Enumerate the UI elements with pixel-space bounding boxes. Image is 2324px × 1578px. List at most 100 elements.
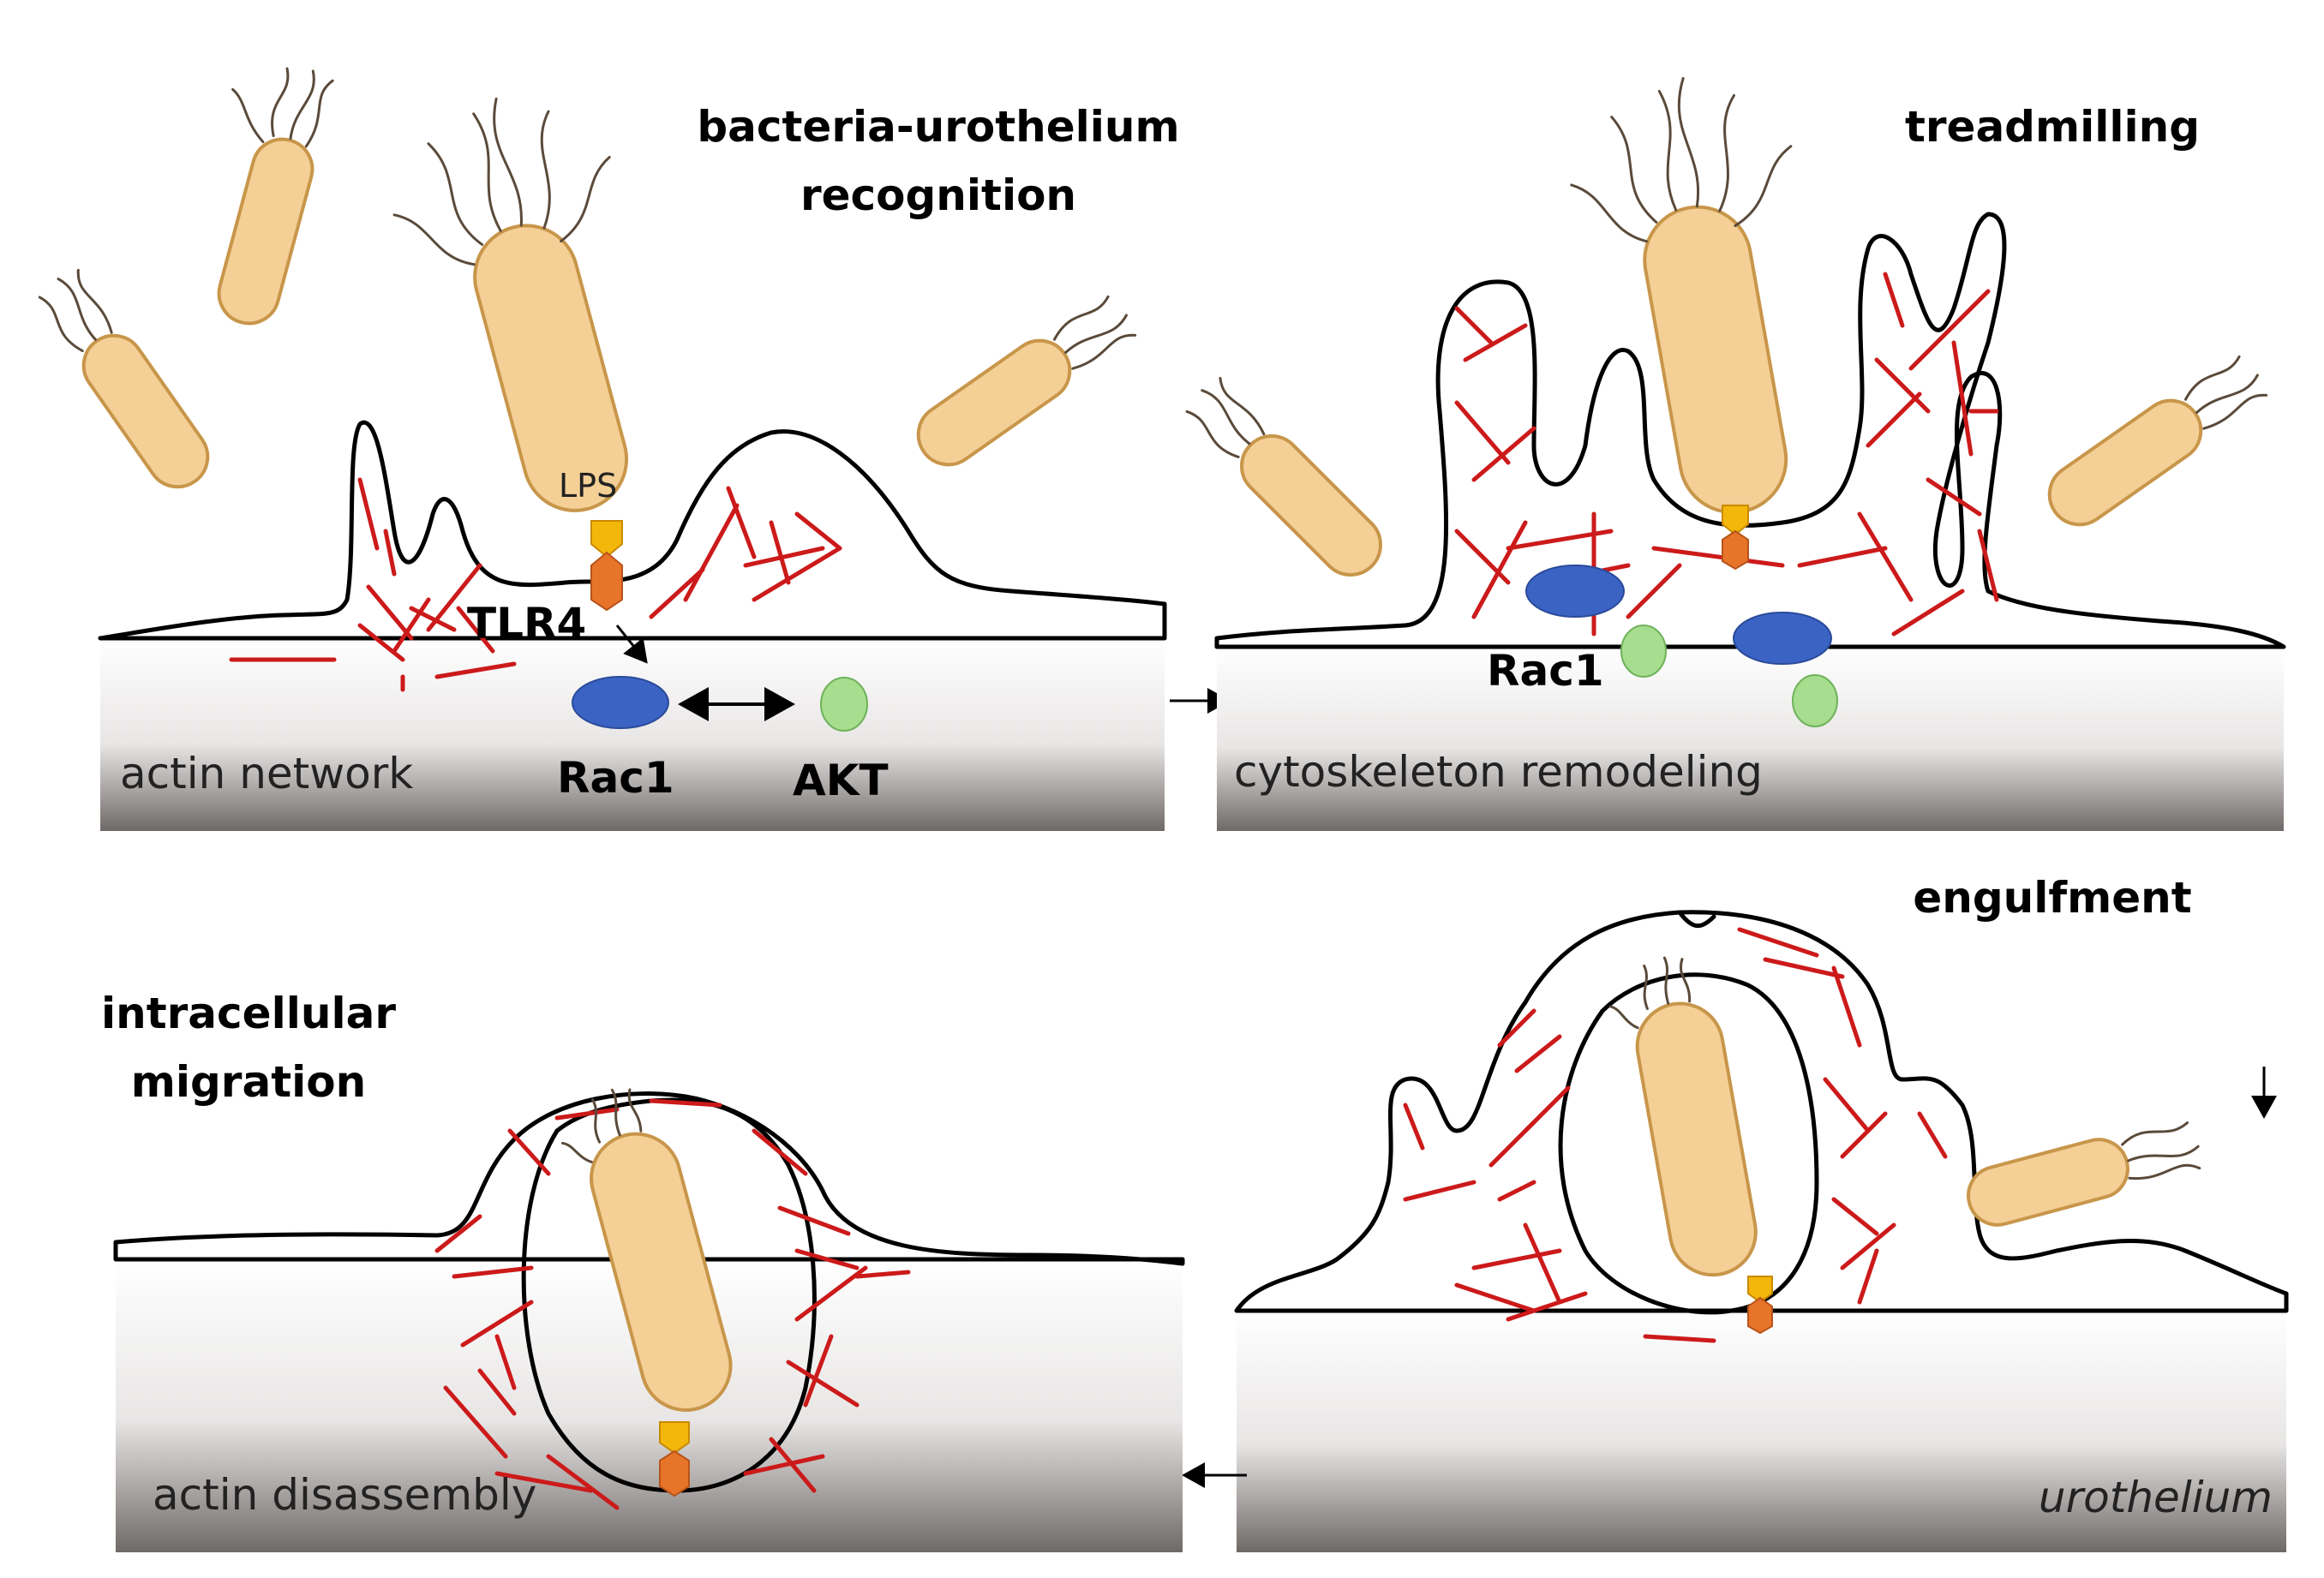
actin-filament-icon xyxy=(1917,1111,1948,1159)
actin-filament-icon xyxy=(1763,957,1845,979)
arrow-down-icon xyxy=(615,625,648,664)
actin-filament-icon xyxy=(726,486,757,559)
actin-filament-icon xyxy=(1840,1222,1896,1270)
bacterium-icon xyxy=(392,97,629,512)
actin-filament-icon xyxy=(434,1214,482,1253)
actin-filament-icon xyxy=(1737,927,1819,958)
panel-title: intracellular xyxy=(101,989,396,1038)
actin-filament-icon xyxy=(769,1437,817,1493)
actin-filament-icon xyxy=(1977,529,1999,602)
actin-filament-icon xyxy=(477,1368,517,1416)
panel-recognition: LPS TLR4 actin network Rac1 AKT bacteria… xyxy=(38,67,1180,831)
actin-filament-icon xyxy=(1951,340,1974,457)
bacterium-icon xyxy=(1570,76,1793,515)
actin-network xyxy=(229,477,842,692)
actin-filament-icon xyxy=(1831,1197,1879,1236)
actin-filament-icon xyxy=(554,1107,620,1121)
actin-filament-icon xyxy=(452,1265,534,1279)
actin-filament-icon xyxy=(1874,357,1931,414)
rac1-protein xyxy=(1525,565,1625,618)
actin-filament-icon xyxy=(1823,1077,1871,1133)
actin-filament-icon xyxy=(786,1360,860,1408)
actin-filament-icon xyxy=(494,1471,594,1493)
actin-filament-icon xyxy=(1463,323,1528,362)
tlr4-receptor xyxy=(1722,529,1749,571)
flagella-icon xyxy=(1052,295,1137,370)
cell-membrane xyxy=(1214,212,2286,649)
cell-body xyxy=(100,638,1165,831)
actin-filament-icon xyxy=(1651,546,1785,568)
flagella-icon xyxy=(2183,355,2268,430)
actin-filament-icon xyxy=(1866,392,1922,448)
actin-filament-icon xyxy=(357,623,405,662)
actin-filament-icon xyxy=(1471,426,1536,482)
actin-filament-icon xyxy=(743,546,825,568)
actin-filament-icon xyxy=(392,597,431,654)
rac1-protein xyxy=(1733,612,1832,665)
actin-filament-icon xyxy=(1831,965,1862,1048)
actin-filament-icon xyxy=(1454,306,1494,345)
panel-title: recognition xyxy=(800,170,1076,220)
cell-label: actin disassembly xyxy=(153,1470,536,1520)
actin-network xyxy=(434,1098,911,1510)
actin-filament-icon xyxy=(777,1205,851,1236)
actin-filament-icon xyxy=(1857,1248,1879,1305)
actin-filament-icon xyxy=(1857,511,1914,602)
lps-label: LPS xyxy=(559,467,617,505)
actin-filament-icon xyxy=(456,606,495,654)
flagella-icon xyxy=(392,97,611,266)
flagella-icon xyxy=(2121,1121,2201,1181)
tlr4-receptor xyxy=(1747,1296,1773,1335)
cell-body xyxy=(1237,1311,2286,1552)
actin-filament-icon xyxy=(743,1454,825,1476)
bacterium-icon xyxy=(916,295,1137,467)
actin-filament-icon xyxy=(1506,1291,1588,1322)
bacterium-icon xyxy=(2047,355,2268,527)
tlr4-label: TLR4 xyxy=(467,599,586,649)
tlr4-receptor xyxy=(659,1449,690,1497)
flagella-icon xyxy=(1185,377,1266,458)
actin-filament-icon xyxy=(443,1385,508,1459)
lps-marker xyxy=(659,1421,690,1455)
actin-filament-icon xyxy=(1497,1180,1536,1202)
actin-filament-icon xyxy=(1454,529,1511,585)
akt-protein xyxy=(1792,674,1838,727)
panel-treadmilling: Rac1 cytoskeleton remodeling treadmillin… xyxy=(1185,76,2286,831)
flagella-icon xyxy=(1570,76,1793,243)
rac1-label: Rac1 xyxy=(1487,646,1604,696)
actin-filament-icon xyxy=(546,1454,620,1510)
actin-filament-icon xyxy=(683,503,740,602)
actin-filament-icon xyxy=(1891,589,1965,637)
flagella-icon xyxy=(1608,956,1692,1030)
actin-filament-icon xyxy=(434,661,517,679)
actin-filament-icon xyxy=(1908,289,1991,371)
panel-title: bacteria-urothelium xyxy=(697,102,1179,152)
actin-filament-icon xyxy=(1403,1180,1476,1202)
bacterium-icon xyxy=(1608,956,1758,1277)
panel-migration: intracellular migration actin disassembl… xyxy=(101,989,1185,1552)
actin-filament-icon xyxy=(357,477,380,551)
actin-filament-icon xyxy=(1403,1103,1425,1151)
cell-body xyxy=(1217,647,2284,831)
lps-marker xyxy=(1747,1276,1773,1304)
actin-filament-icon xyxy=(383,529,397,577)
akt-protein xyxy=(820,677,868,732)
actin-filament-icon xyxy=(1840,1111,1888,1159)
flagella-icon xyxy=(231,67,334,148)
actin-filament-icon xyxy=(1926,477,1982,517)
rac1-protein xyxy=(572,676,669,729)
cell-label: cytoskeleton remodeling xyxy=(1234,747,1763,797)
actin-filament-icon xyxy=(494,1334,517,1390)
bacterium-icon xyxy=(1185,377,1382,577)
actin-filament-icon xyxy=(1471,520,1528,619)
flagella-icon xyxy=(560,1088,643,1163)
actin-filament-icon xyxy=(366,584,414,641)
actin-filament-icon xyxy=(507,1128,551,1176)
actin-filament-icon xyxy=(794,1248,860,1270)
actin-filament-icon xyxy=(1643,1334,1716,1343)
actin-filament-icon xyxy=(649,567,705,619)
cell-label: actin network xyxy=(120,749,413,798)
actin-filament-icon xyxy=(1626,563,1682,619)
actin-network xyxy=(1403,927,1948,1343)
